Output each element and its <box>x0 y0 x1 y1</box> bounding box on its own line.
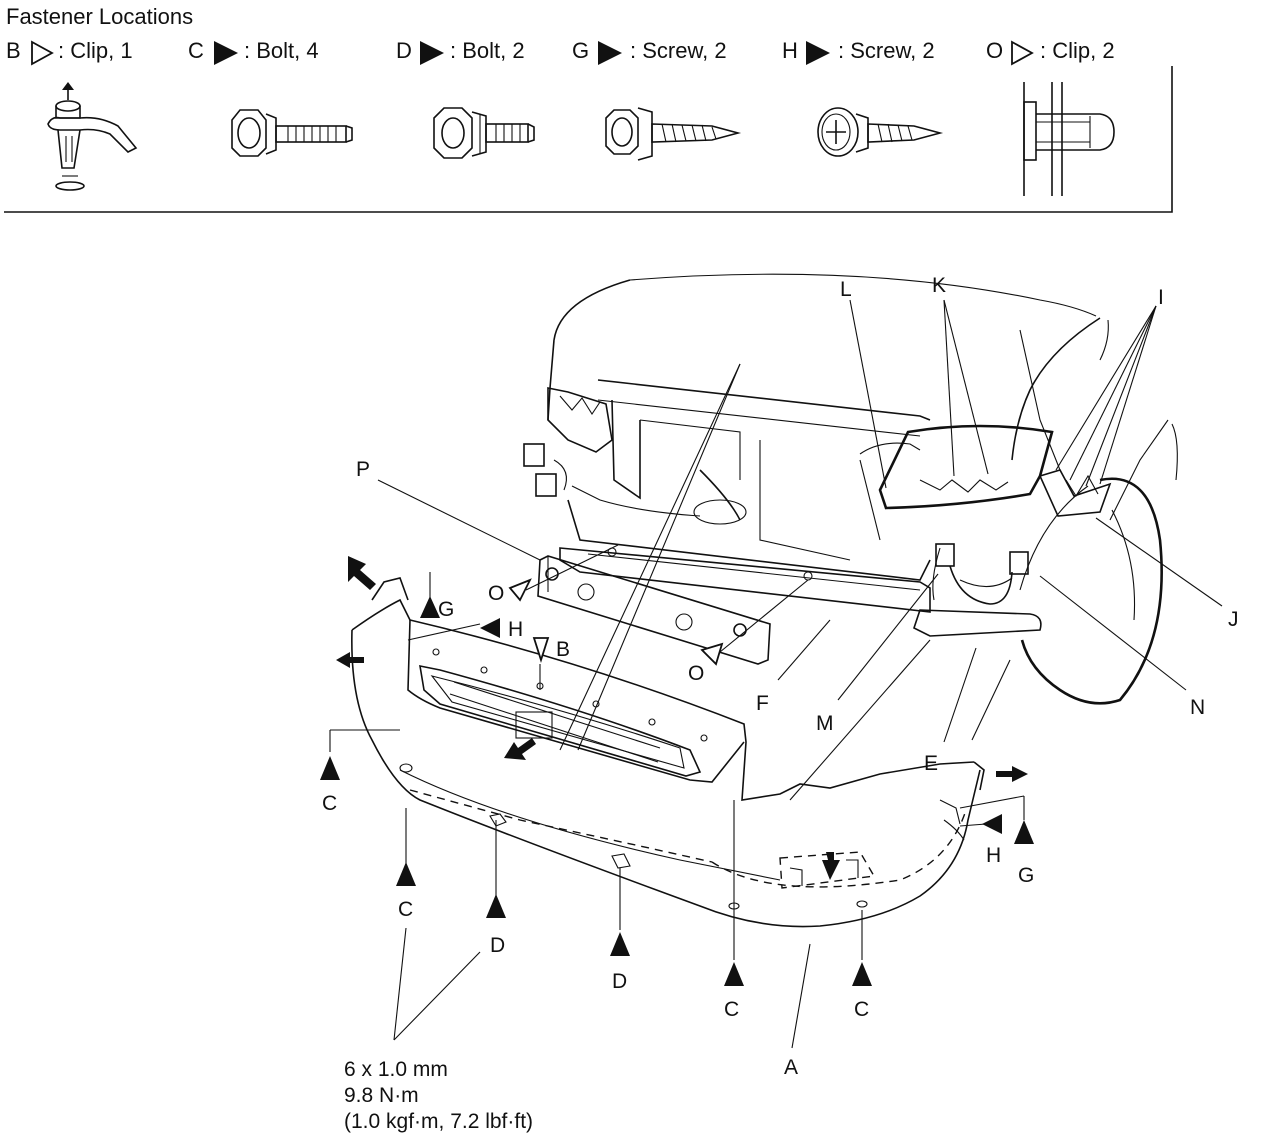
screw-h-fastener-icon <box>817 107 944 157</box>
callout-b: B <box>556 638 570 661</box>
arrow-down-left-icon <box>504 738 536 760</box>
screw-h-marker-icon <box>480 618 500 638</box>
callout-c-front: C <box>398 898 413 921</box>
solid-triangle-icon <box>420 41 444 65</box>
hollow-triangle-icon <box>31 40 54 66</box>
clip-b-marker-icon <box>532 637 550 663</box>
bolt-d-fastener-icon <box>433 107 535 159</box>
arrow-left-icon <box>336 652 364 668</box>
bolt-c-marker-icon <box>724 962 744 986</box>
legend-desc-d: : Bolt, 2 <box>450 38 525 63</box>
callout-j: J <box>1228 608 1239 631</box>
torque-nm: 9.8 N·m <box>344 1084 419 1107</box>
screw-g-marker-icon <box>1014 820 1034 844</box>
callout-k: K <box>932 274 946 297</box>
torque-size: 6 x 1.0 mm <box>344 1058 448 1081</box>
legend-letter-o: O <box>986 38 1003 63</box>
callout-labels: P O O G H B F M E N J L K I C C D D C C … <box>322 274 1239 1079</box>
legend-letter-b: B <box>6 38 21 63</box>
callout-i: I <box>1158 286 1164 309</box>
legend-desc-b: : Clip, 1 <box>58 38 133 63</box>
screw-g-marker-icon <box>420 596 440 618</box>
bolt-c-marker-icon <box>852 962 872 986</box>
legend-letter-d: D <box>396 38 412 63</box>
arrow-up-left-icon <box>348 556 376 590</box>
callout-f: F <box>756 692 769 715</box>
clip-o-marker-icon <box>508 578 532 602</box>
bolt-c-fastener-icon <box>231 109 353 157</box>
solid-triangle-icon <box>214 41 238 65</box>
bolt-d-marker-icon <box>610 932 630 956</box>
legend-letter-h: H <box>782 38 798 63</box>
legend-desc-o: : Clip, 2 <box>1040 38 1115 63</box>
right-headlight <box>878 424 1112 517</box>
callout-n: N <box>1190 696 1205 719</box>
fastener-legend-row: B : Clip, 1 C : Bolt, 4 D : Bolt, 2 G : … <box>6 38 1115 66</box>
torque-specification: 6 x 1.0 mm 9.8 N·m (1.0 kgf·m, 7.2 lbf·f… <box>344 1058 533 1133</box>
hollow-triangle-icon <box>1011 40 1034 66</box>
callout-g-left: G <box>438 598 454 621</box>
bolt-d-marker-icon <box>486 894 506 918</box>
callout-c-right: C <box>854 998 869 1021</box>
screw-g-fastener-icon <box>605 107 742 161</box>
callout-l: L <box>840 278 852 301</box>
bumper-bracket-e <box>913 543 1042 637</box>
front-bumper-cover-a <box>351 577 985 928</box>
fastener-markers <box>320 578 1034 986</box>
callout-h-right: H <box>986 844 1001 867</box>
bumper-reinforcement-p <box>537 555 771 665</box>
arrow-down-icon <box>822 852 840 880</box>
leader-lines <box>329 299 1223 1049</box>
callout-o-upper: O <box>488 582 504 605</box>
bolt-c-marker-icon <box>320 756 340 780</box>
bolt-c-marker-icon <box>396 862 416 886</box>
legend-title: Fastener Locations <box>6 4 193 29</box>
callout-p: P <box>356 458 370 481</box>
legend-desc-c: : Bolt, 4 <box>244 38 319 63</box>
legend-letter-g: G <box>572 38 589 63</box>
legend-desc-g: : Screw, 2 <box>630 38 727 63</box>
callout-a: A <box>784 1056 798 1079</box>
callout-e: E <box>924 752 938 775</box>
solid-triangle-icon <box>806 41 830 65</box>
callout-d-center: D <box>612 970 627 993</box>
vehicle-front-structure <box>523 273 1178 581</box>
legend-letter-c: C <box>188 38 204 63</box>
callout-d-left: D <box>490 934 505 957</box>
callout-m: M <box>816 712 834 735</box>
clip-o-fastener-icon <box>1023 82 1115 196</box>
legend-frame <box>4 66 1173 213</box>
bumper-absorber-f <box>559 547 931 613</box>
screw-h-marker-icon <box>982 814 1002 834</box>
callout-o-lower: O <box>688 662 704 685</box>
callout-g-right: G <box>1018 864 1034 887</box>
clip-b-fastener-icon <box>47 82 138 191</box>
torque-imperial: (1.0 kgf·m, 7.2 lbf·ft) <box>344 1110 533 1133</box>
callout-c-left: C <box>322 792 337 815</box>
callout-h-left: H <box>508 618 523 641</box>
arrow-right-icon <box>996 766 1028 782</box>
solid-triangle-icon <box>598 41 622 65</box>
removal-direction-arrows <box>336 556 1028 880</box>
callout-c-center: C <box>724 998 739 1021</box>
clip-o-marker-icon <box>700 642 724 666</box>
legend-desc-h: : Screw, 2 <box>838 38 935 63</box>
